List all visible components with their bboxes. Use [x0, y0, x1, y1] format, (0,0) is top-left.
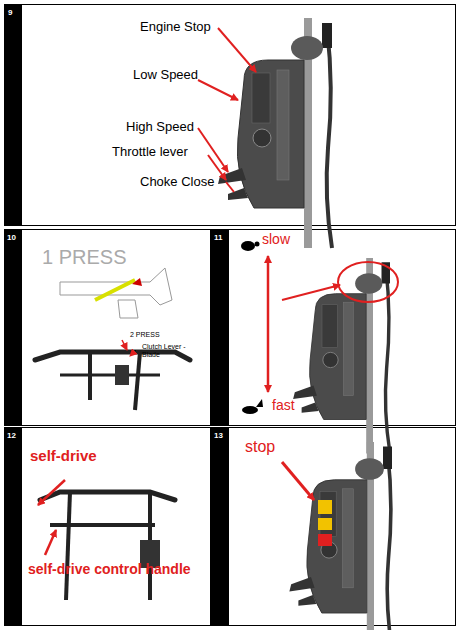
function-label: stop: [245, 438, 275, 456]
part-label: High Speed: [126, 120, 194, 134]
step-label: 1 PRESS: [42, 246, 126, 268]
function-label: self-drive: [30, 448, 97, 465]
part-label: Throttle lever: [112, 145, 188, 159]
part-label: Clutch Lever - Blade: [142, 343, 186, 358]
panel-number: 12: [7, 432, 16, 441]
part-label: Choke Close: [140, 175, 214, 189]
part-label: Engine Stop: [140, 20, 211, 34]
speed-label: slow: [262, 232, 290, 247]
step-label: 2 PRESS: [130, 331, 160, 339]
panel-number: 9: [8, 9, 12, 18]
panel-number: 10: [7, 234, 16, 243]
panel-number: 11: [214, 234, 222, 243]
speed-label: fast: [272, 398, 295, 413]
part-label: Low Speed: [133, 68, 198, 82]
panel-number: 13: [214, 432, 223, 441]
function-label: self-drive control handle: [28, 562, 191, 577]
